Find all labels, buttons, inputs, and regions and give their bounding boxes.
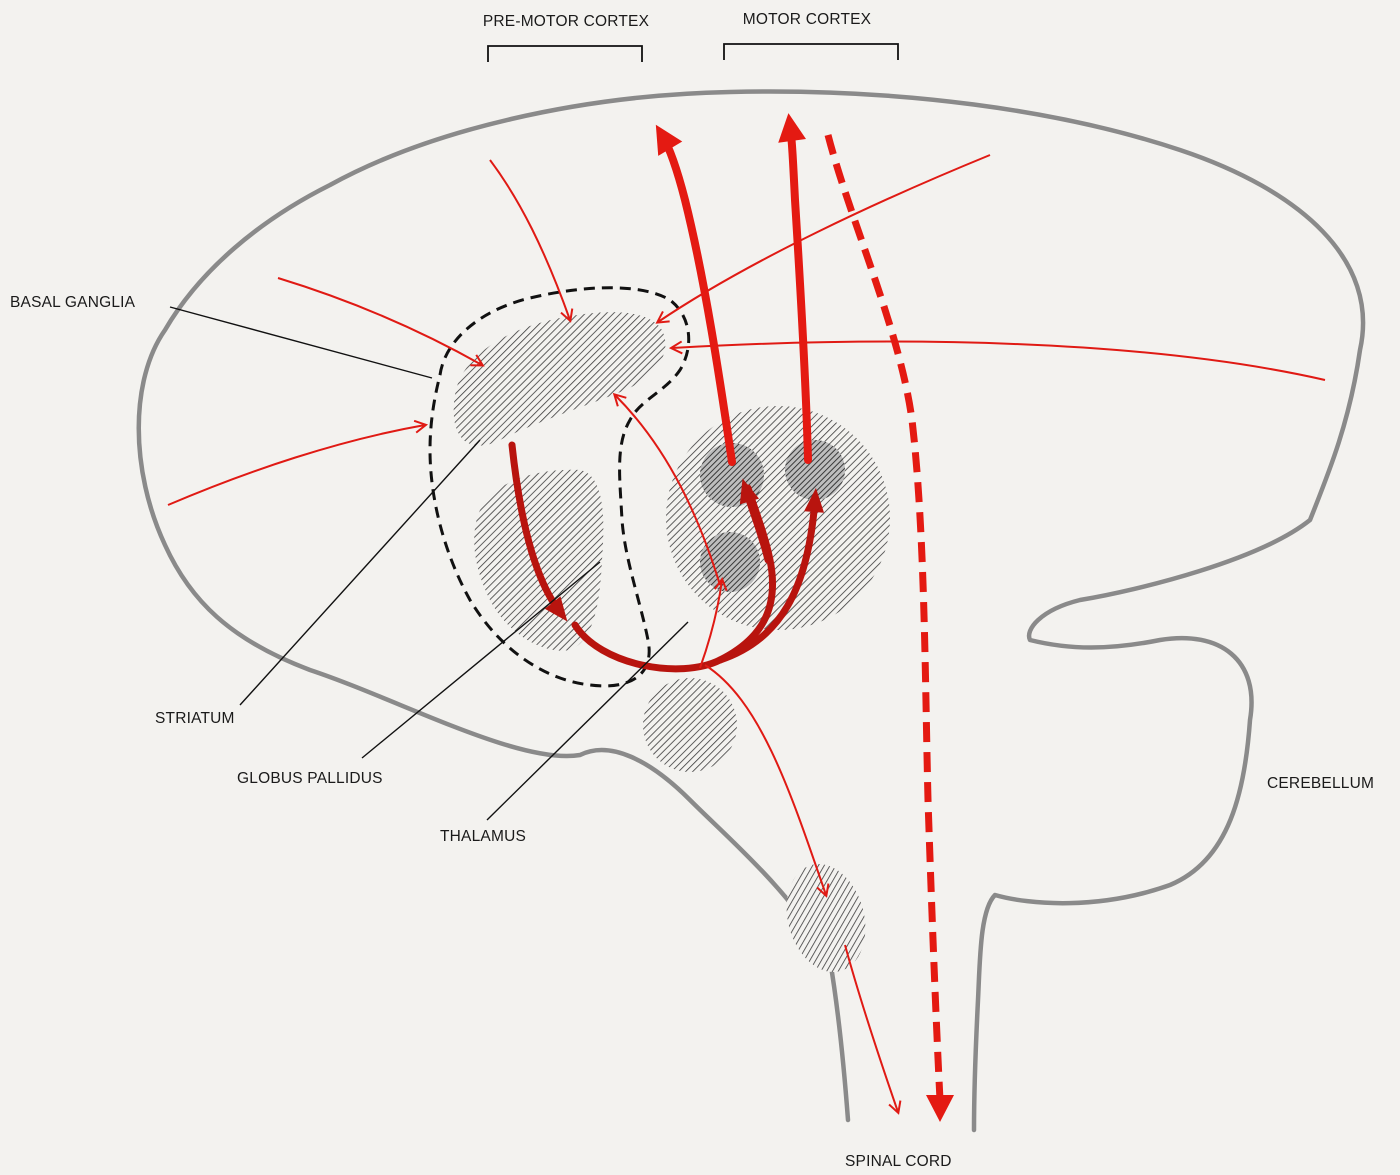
thalamic-nucleus-lower	[700, 532, 760, 592]
basal-ganglia-leader	[170, 307, 432, 378]
premotor-cortex-label: PRE-MOTOR CORTEX	[483, 13, 650, 30]
striatum-label: STRIATUM	[155, 710, 235, 727]
thalamus-to-premotor-arrow	[662, 135, 732, 462]
input-arrow-from-occipital	[672, 342, 1325, 380]
striatum-region	[454, 312, 666, 445]
thalamic-nucleus-right	[785, 440, 845, 500]
motor-cortex-label: MOTOR CORTEX	[743, 11, 872, 28]
spinal-cord-label: SPINAL CORD	[845, 1153, 952, 1170]
motor-bracket	[724, 44, 898, 60]
cerebellum-label: CEREBELLUM	[1267, 775, 1374, 792]
thalamus-label: THALAMUS	[440, 828, 526, 845]
corticospinal-arrowhead	[926, 1095, 954, 1122]
pathway-to-spinal-cord-thin	[845, 945, 898, 1112]
brainstem-nucleus	[775, 855, 877, 981]
striatum-leader	[240, 440, 480, 705]
thalamus-region	[666, 406, 890, 630]
globus-pallidus-region	[474, 470, 603, 651]
subthalamic-nucleus	[643, 678, 737, 772]
premotor-bracket	[488, 46, 642, 62]
globus-pallidus-label: GLOBUS PALLIDUS	[237, 770, 383, 787]
input-arrow-top	[490, 160, 570, 320]
globus-pallidus-leader	[362, 562, 600, 758]
input-arrow-left	[168, 425, 425, 505]
basal-ganglia-label: BASAL GANGLIA	[10, 294, 136, 311]
input-arrow-upper-left	[278, 278, 482, 365]
